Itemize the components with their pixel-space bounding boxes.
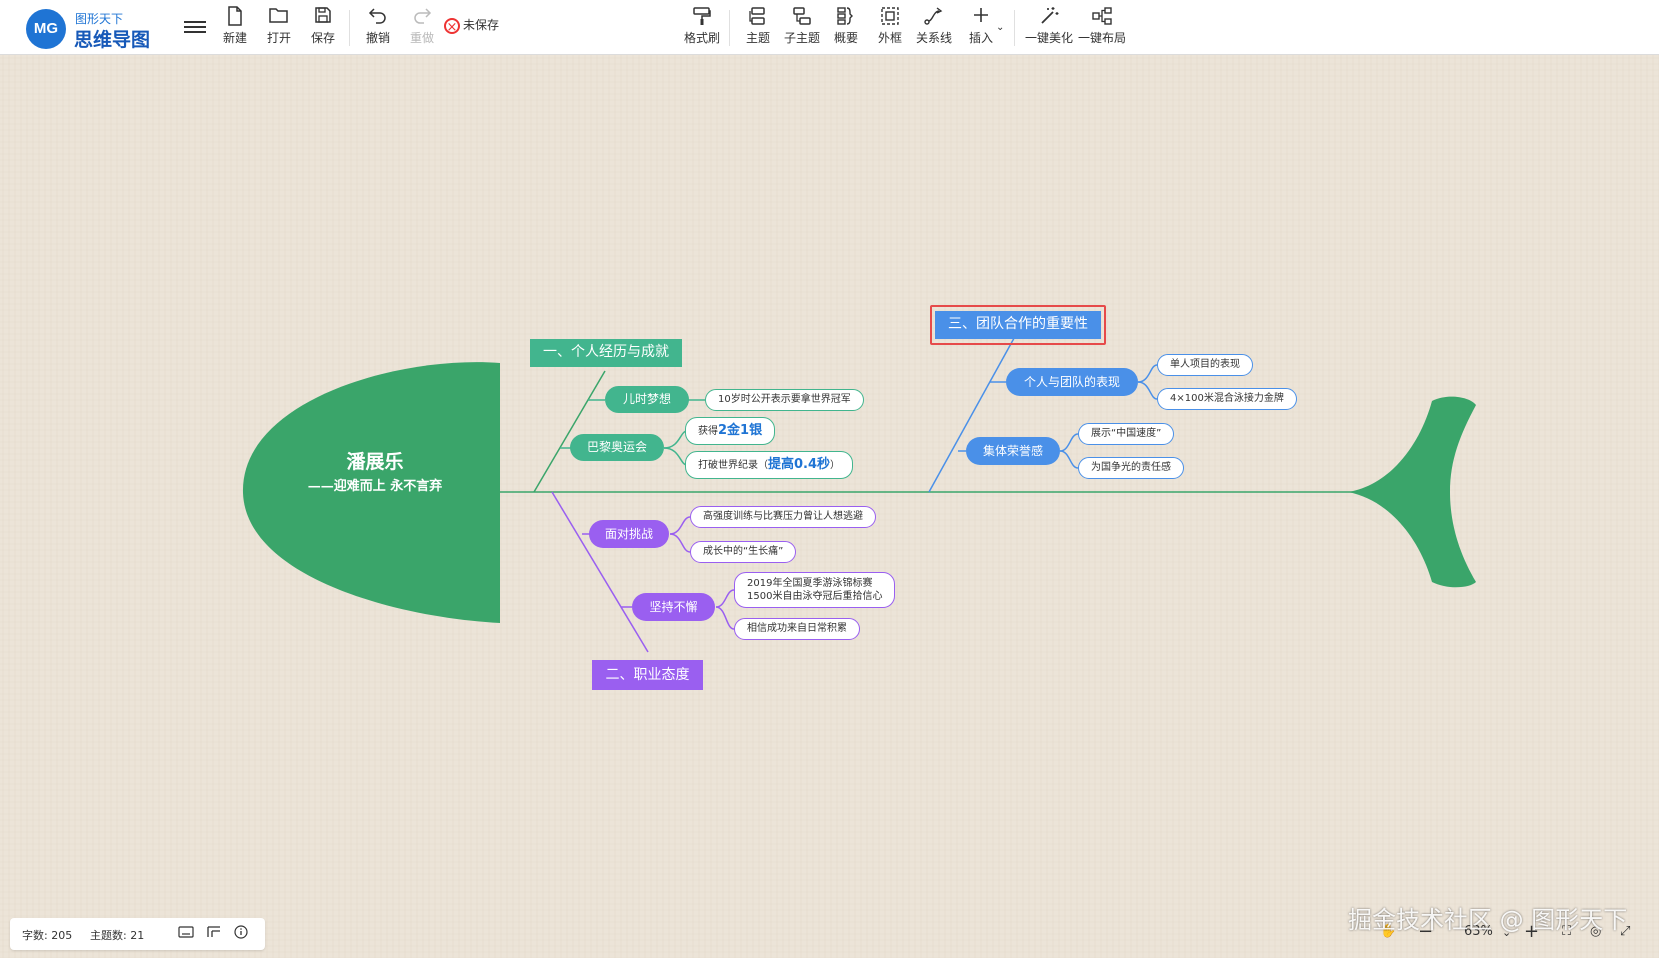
root-topic[interactable]: 潘展乐 ——迎难而上 永不言弃	[280, 447, 470, 494]
fit-screen-icon[interactable]: ⛶	[1562, 924, 1572, 939]
leaf-world-record[interactable]: 打破世界纪录（提高0.4秒）	[685, 451, 854, 479]
new-file-icon	[213, 6, 257, 28]
medal-count-highlight: 2金1银	[718, 423, 763, 438]
leaf-growing-pains[interactable]: 成长中的“生长痛”	[690, 541, 797, 563]
boundary-button[interactable]: 外框	[868, 6, 912, 46]
menu-icon[interactable]	[184, 18, 206, 38]
open-button[interactable]: 打开	[257, 6, 301, 46]
zoom-out-button[interactable]: −	[1418, 921, 1434, 942]
selection-outline	[930, 305, 1106, 345]
topic-button[interactable]: 主题	[736, 6, 780, 46]
folder-open-icon	[257, 6, 301, 28]
app-logo[interactable]: MG 图形天下 思维导图	[26, 8, 186, 51]
leaf-daily-accumulation[interactable]: 相信成功来自日常积累	[734, 618, 860, 640]
mindmap-canvas[interactable]: 潘展乐 ——迎难而上 永不言弃 一、个人经历与成就 儿时梦想 10岁时公开表示要…	[0, 55, 1659, 958]
logo-subtitle: 图形天下	[75, 12, 124, 26]
fish-head-shape	[242, 362, 500, 623]
leaf-national-responsibility[interactable]: 为国争光的责任感	[1078, 457, 1184, 479]
subtopic-icon	[780, 6, 824, 28]
logo-icon: MG	[26, 9, 66, 49]
topic-count: 主题数: 21	[90, 929, 145, 942]
undo-icon	[356, 6, 400, 28]
close-circle-icon: ×	[444, 17, 460, 35]
zoom-in-button[interactable]: +	[1524, 921, 1540, 942]
watermark: 掘金技术社区 @ 图形天下	[1348, 906, 1628, 934]
redo-icon	[400, 6, 444, 28]
format-brush-icon	[680, 6, 724, 28]
auto-layout-icon	[1078, 6, 1126, 28]
leaf-relay-gold[interactable]: 4×100米混合泳接力金牌	[1157, 388, 1297, 410]
subtopic-persistence[interactable]: 坚持不懈	[632, 593, 715, 621]
topic-icon	[736, 6, 780, 28]
save-button[interactable]: 保存	[301, 6, 345, 46]
branch-teamwork[interactable]: 三、团队合作的重要性	[935, 311, 1101, 339]
root-title: 潘展乐	[346, 451, 404, 473]
root-subtitle: ——迎难而上 永不言弃	[307, 479, 443, 494]
unsaved-status: ×未保存	[444, 16, 499, 35]
keyboard-icon[interactable]	[178, 925, 194, 942]
zoom-controls: ✋ − 63% ⌄ + ⛶ ◎ ⤢	[1362, 918, 1652, 950]
branch-personal-experience[interactable]: 一、个人经历与成就	[530, 339, 682, 367]
word-count: 字数: 205	[22, 929, 73, 942]
record-highlight: 提高0.4秒	[768, 457, 831, 472]
subtopic-collective-honor[interactable]: 集体荣誉感	[966, 437, 1060, 465]
undo-button[interactable]: 撤销	[356, 6, 400, 46]
relation-line-button[interactable]: 关系线	[912, 6, 956, 46]
new-button[interactable]: 新建	[213, 6, 257, 46]
leaf-individual-events[interactable]: 单人项目的表现	[1157, 354, 1253, 376]
branch-career-attitude[interactable]: 二、职业态度	[592, 660, 703, 690]
leaf-medals[interactable]: 获得2金1银	[685, 417, 776, 445]
toolbar-divider	[1014, 10, 1015, 46]
zoom-level[interactable]: 63%	[1464, 924, 1493, 939]
subtopic-childhood-dream[interactable]: 儿时梦想	[605, 386, 689, 413]
status-bar: 字数: 205 主题数: 21	[10, 918, 265, 950]
subtopic-individual-team[interactable]: 个人与团队的表现	[1006, 368, 1138, 396]
leaf-childhood-dream[interactable]: 10岁时公开表示要拿世界冠军	[705, 389, 864, 411]
toolbar-divider	[729, 10, 730, 46]
summary-icon	[824, 6, 868, 28]
redo-button[interactable]: 重做	[400, 6, 444, 46]
plus-icon	[959, 6, 1003, 28]
chevron-down-icon[interactable]: ⌄	[996, 22, 1005, 33]
boundary-icon	[868, 6, 912, 28]
format-brush-button[interactable]: 格式刷	[680, 6, 724, 46]
magic-wand-icon	[1025, 6, 1073, 28]
locate-center-icon[interactable]: ◎	[1590, 924, 1602, 939]
toolbar-divider	[349, 10, 350, 46]
zoom-dropdown-chevron-icon[interactable]: ⌄	[1502, 926, 1512, 939]
hand-pan-icon[interactable]: ✋	[1380, 924, 1397, 939]
leaf-2019-championship[interactable]: 2019年全国夏季游泳锦标赛 1500米自由泳夺冠后重拾信心	[734, 572, 896, 608]
summary-button[interactable]: 概要	[824, 6, 868, 46]
subtopic-paris-olympics[interactable]: 巴黎奥运会	[570, 434, 664, 461]
relation-line-icon	[912, 6, 956, 28]
save-icon	[301, 6, 345, 28]
fish-tail-shape	[1348, 396, 1476, 588]
leaf-training-pressure[interactable]: 高强度训练与比赛压力曾让人想逃避	[690, 506, 876, 528]
minimap-icon[interactable]	[206, 925, 222, 942]
info-icon[interactable]	[234, 925, 248, 942]
leaf-china-speed[interactable]: 展示“中国速度”	[1078, 423, 1175, 445]
logo-title: 思维导图	[74, 29, 151, 51]
insert-button[interactable]: 插入	[959, 6, 1003, 46]
beautify-button[interactable]: 一键美化	[1025, 6, 1073, 46]
fullscreen-icon[interactable]: ⤢	[1620, 924, 1631, 939]
toolbar: MG 图形天下 思维导图 新建 打开 保存 撤销 重做 ×未保存 格式刷 主题 …	[0, 0, 1659, 55]
subtopic-facing-challenges[interactable]: 面对挑战	[589, 520, 669, 548]
subtopic-button[interactable]: 子主题	[780, 6, 824, 46]
auto-layout-button[interactable]: 一键布局	[1078, 6, 1126, 46]
